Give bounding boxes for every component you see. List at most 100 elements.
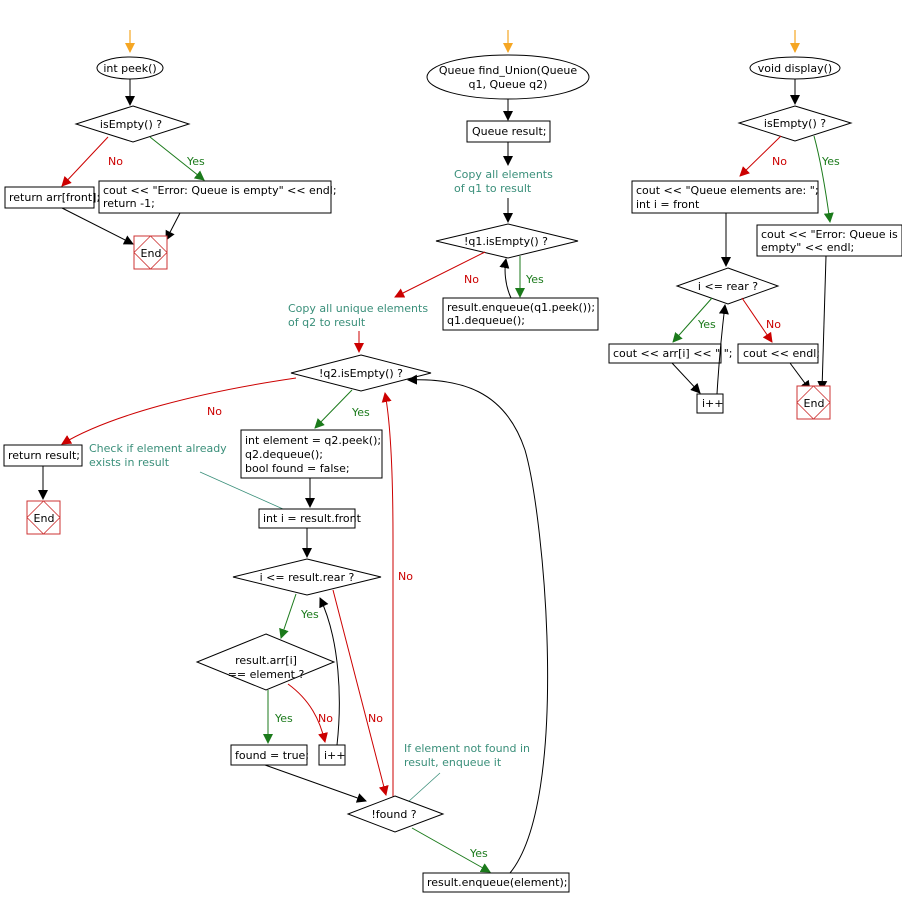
union-end-label: End	[34, 512, 55, 525]
display-loop-no-edge	[741, 297, 773, 343]
display-no-edge	[739, 135, 782, 177]
union-init-i-text: int i = result.front	[263, 512, 362, 525]
union-comment-4-line2: result, enqueue it	[404, 756, 502, 769]
union-q1-body-box	[442, 297, 599, 331]
union-found-cond-diamond	[346, 795, 445, 833]
display-loop-no-label: No	[766, 318, 781, 331]
display-yes-label: Yes	[821, 155, 840, 168]
display-init-line1: cout << "Queue elements are: ";	[636, 184, 819, 197]
peek-flow: int peek() isEmpty() ? No Yes return arr…	[4, 30, 337, 270]
display-edge	[671, 362, 701, 394]
peek-error-line1: cout << "Error: Queue is empty" << endl;	[103, 184, 337, 197]
union-q1-loop-back-edge	[499, 258, 512, 299]
union-q1-yes-label: Yes	[525, 273, 544, 286]
peek-cond-diamond	[74, 105, 191, 143]
peek-end-node: End	[133, 235, 168, 270]
display-loop-cond-label: i <= rear ?	[698, 280, 758, 293]
union-start-line1: Queue find_Union(Queue	[439, 64, 577, 77]
union-comment-4-line1: If element not found in	[404, 742, 530, 755]
union-i-loop-back-edge	[319, 597, 340, 746]
union-flow: Queue find_Union(Queue q1, Queue q2) Que…	[3, 30, 599, 893]
union-q2-body-box	[240, 429, 383, 479]
union-comment-2-line2: of q2 to result	[288, 316, 366, 329]
union-q2-body-line3: bool found = false;	[245, 462, 350, 475]
union-match-no-edge	[287, 683, 328, 743]
union-q1-cond-diamond	[435, 223, 579, 259]
union-incr-box	[318, 744, 346, 766]
union-comment-1-line2: of q1 to result	[454, 182, 532, 195]
union-q2-body-line2: q2.dequeue();	[245, 448, 323, 461]
union-q1-no-edge	[394, 251, 486, 298]
peek-return-box	[4, 186, 95, 209]
union-outer-no-edge	[381, 392, 394, 800]
display-yes-edge	[813, 135, 834, 223]
union-i-yes-label: Yes	[300, 608, 319, 621]
display-end-node: End	[796, 385, 831, 420]
union-q2-cond-label: !q2.isEmpty() ?	[319, 367, 403, 380]
union-q2-body-line1: int element = q2.peek();	[245, 434, 381, 447]
union-i-yes-edge	[279, 593, 297, 639]
display-cond-label: isEmpty() ?	[764, 117, 826, 130]
display-error-line2: empty" << endl;	[761, 241, 854, 254]
display-endl-text: cout << endl;	[743, 347, 820, 360]
display-no-label: No	[772, 155, 787, 168]
union-comment-4-connector	[407, 772, 441, 803]
union-found-yes-label: Yes	[469, 847, 488, 860]
peek-cond-label: isEmpty() ?	[100, 118, 162, 131]
display-loop-cond-diamond	[675, 267, 780, 305]
display-loop-back-edge	[716, 304, 729, 395]
union-q1-body-line2: q1.dequeue();	[447, 314, 525, 327]
union-match-cond-diamond	[195, 633, 336, 691]
union-found-yes-edge	[411, 827, 491, 873]
display-init-box	[631, 180, 819, 214]
display-init-line2: int i = front	[636, 198, 700, 211]
union-edge	[264, 764, 367, 803]
union-start-node	[426, 54, 590, 100]
union-end-node: End	[26, 500, 61, 535]
union-match-line1: result.arr[i]	[235, 654, 297, 667]
union-decl-text: Queue result;	[472, 125, 546, 138]
union-found-cond-label: !found ?	[371, 808, 416, 821]
union-enqueue-box	[422, 872, 570, 893]
union-q2-cond-diamond	[290, 354, 432, 392]
union-match-line2: == element ?	[228, 668, 305, 681]
peek-error-box	[98, 180, 332, 214]
union-found-true-box	[230, 744, 308, 766]
peek-end-label: End	[141, 247, 162, 260]
display-error-box	[756, 224, 902, 257]
union-q2-no-label: No	[207, 405, 222, 418]
union-i-cond-diamond	[232, 558, 382, 596]
union-q1-no-label: No	[464, 273, 479, 286]
display-flow: void display() isEmpty() ? No Yes cout <…	[608, 30, 902, 420]
display-end-label: End	[804, 397, 825, 410]
union-comment-3-connector	[199, 471, 284, 510]
union-return-text: return result;	[8, 449, 80, 462]
peek-no-label: No	[108, 155, 123, 168]
union-comment-1-line1: Copy all elements	[454, 168, 553, 181]
display-endl-box	[737, 343, 819, 364]
peek-edge	[165, 212, 181, 241]
union-comment-3-line1: Check if element already	[89, 442, 227, 455]
peek-start-label: int peek()	[103, 62, 156, 75]
display-incr-box	[696, 393, 724, 414]
display-print-box	[608, 343, 722, 364]
union-comment-2-line1: Copy all unique elements	[288, 302, 428, 315]
peek-return-text: return arr[front];	[9, 191, 100, 204]
union-q1-body-line1: result.enqueue(q1.peek());	[447, 301, 595, 314]
union-match-yes-label: Yes	[274, 712, 293, 725]
union-comment-3-line2: exists in result	[89, 456, 170, 469]
union-q2-no-edge	[61, 377, 297, 445]
union-outer-loop-back-edge	[407, 374, 549, 874]
peek-no-edge	[61, 136, 109, 187]
peek-yes-label: Yes	[186, 155, 205, 168]
union-found-true-text: found = true;	[235, 749, 309, 762]
peek-edge	[61, 207, 134, 245]
union-q2-yes-edge	[314, 389, 353, 429]
union-q2-yes-label: Yes	[351, 406, 370, 419]
union-i-no-edge	[332, 589, 389, 796]
display-loop-yes-edge	[672, 297, 713, 343]
peek-error-line2: return -1;	[103, 197, 155, 210]
display-edge	[817, 255, 828, 391]
union-start-line2: q1, Queue q2)	[469, 78, 548, 91]
